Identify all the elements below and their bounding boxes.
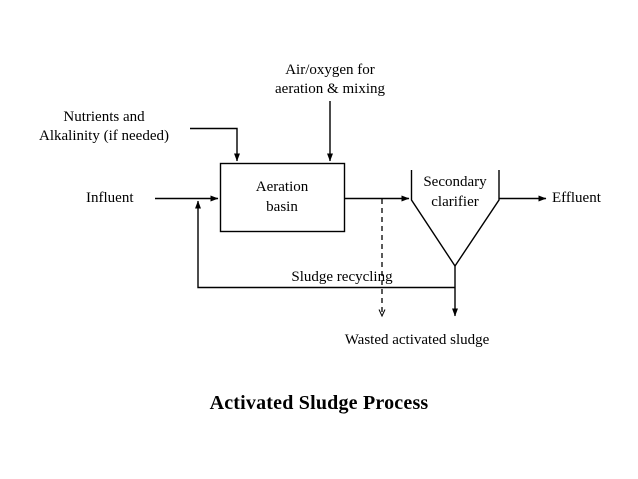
sludge-recycling-label: Sludge recycling [291, 269, 393, 285]
aeration-basin-shape [219, 162, 346, 233]
aeration-basin-label-line1: Aeration [255, 179, 309, 195]
aeration-basin-label: Aeration basin [256, 177, 308, 217]
nutrients-label-line1: Nutrients and [63, 109, 145, 125]
secondary-clarifier-label: Secondary clarifier [423, 172, 486, 212]
page-title: Activated Sludge Process [209, 392, 429, 414]
secondary-clarifier-label-line2: clarifier [431, 194, 479, 210]
air-oxygen-label-line2: aeration & mixing [275, 81, 385, 97]
effluent-label: Effluent [552, 190, 601, 206]
nutrients-label: Nutrients and Alkalinity (if needed) [39, 108, 169, 146]
sludge-recycling-line [195, 200, 455, 289]
air-oxygen-label-line1: Air/oxygen for [285, 62, 375, 78]
wasted-sludge-label: Wasted activated sludge [344, 332, 490, 348]
influent-label: Influent [86, 190, 134, 206]
secondary-clarifier-label-line1: Secondary [423, 174, 487, 190]
air-oxygen-label: Air/oxygen for aeration & mixing [275, 61, 385, 99]
nutrients-arrow [190, 127, 240, 162]
nutrients-label-line2: Alkalinity (if needed) [39, 128, 169, 144]
aeration-basin-label-line2: basin [266, 199, 298, 215]
